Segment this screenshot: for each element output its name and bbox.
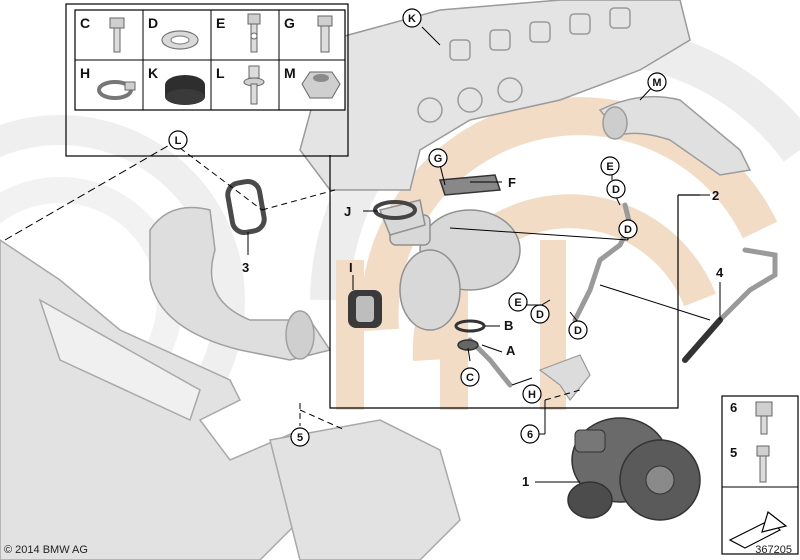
banjo-bolt-E-icon — [247, 13, 261, 53]
charge-air-pipe — [598, 95, 752, 176]
sleeve-I — [348, 290, 382, 328]
gasket-F — [438, 174, 502, 196]
part-labels: F J I B A 1 2 3 4 — [242, 175, 724, 489]
turbocharger-assembly — [378, 199, 521, 331]
svg-text:D: D — [624, 224, 632, 236]
legend-cell-K: K — [148, 65, 158, 81]
label-I: I — [349, 260, 353, 275]
svg-text:6: 6 — [527, 429, 533, 441]
leader-lines — [4, 26, 721, 483]
callout-D-upper-2: D — [618, 219, 638, 239]
clamp-J — [373, 200, 417, 220]
side-legend-6: 6 — [730, 400, 737, 415]
svg-text:H: H — [528, 389, 536, 401]
nut-M-icon — [301, 71, 341, 99]
svg-text:D: D — [536, 309, 544, 321]
intake-pipe — [149, 206, 332, 361]
svg-text:M: M — [652, 77, 661, 89]
legend-grid: C D E G H K L M — [74, 9, 346, 111]
svg-text:K: K — [408, 13, 416, 25]
legend-cell-L: L — [216, 65, 225, 81]
bolt-L-icon — [243, 65, 265, 105]
callout-L: L — [168, 130, 188, 150]
grommet-K-icon — [165, 75, 205, 105]
bolt-5-icon — [756, 445, 770, 483]
fan-shroud — [0, 239, 461, 560]
hose-clamp-H-icon — [97, 80, 136, 100]
label-2: 2 — [712, 188, 719, 203]
callout-G: G — [428, 148, 448, 168]
oil-pipe-4 — [682, 317, 723, 363]
bolt-C-icon — [109, 17, 125, 53]
legend-cell-G: G — [284, 15, 295, 31]
callout-K: K — [402, 8, 422, 28]
legend-cell-H: H — [80, 65, 90, 81]
side-legend: 6 5 — [721, 395, 799, 555]
callout-E-upper: E — [600, 156, 620, 176]
svg-text:D: D — [612, 184, 620, 196]
legend-cell-C: C — [80, 15, 90, 31]
callout-H: H — [522, 384, 542, 404]
arrow-icon — [728, 510, 788, 549]
callout-M: M — [647, 72, 667, 92]
copyright-text: © 2014 BMW AG — [4, 544, 88, 556]
callout-C: C — [460, 367, 480, 387]
label-4: 4 — [716, 265, 724, 280]
callout-D-lower-2: D — [568, 320, 588, 340]
side-legend-5: 5 — [730, 445, 737, 460]
bolt-G-icon — [317, 15, 333, 53]
svg-text:D: D — [574, 325, 582, 337]
label-B: B — [504, 318, 513, 333]
turbocharger-1 — [567, 417, 701, 521]
label-A: A — [506, 343, 516, 358]
legend-cell-D: D — [148, 15, 158, 31]
gasket-3 — [225, 179, 267, 235]
svg-text:E: E — [514, 297, 521, 309]
bracket — [538, 354, 591, 402]
svg-text:E: E — [606, 161, 613, 173]
washer-D-icon — [161, 30, 199, 50]
svg-text:5: 5 — [297, 432, 303, 444]
svg-text:G: G — [434, 153, 443, 165]
gasket-B — [454, 319, 486, 333]
label-J: J — [344, 204, 351, 219]
svg-text:C: C — [466, 372, 474, 384]
callout-5: 5 — [290, 427, 310, 447]
svg-text:L: L — [175, 135, 182, 147]
cylinder-head-cover — [299, 0, 691, 191]
legend-cell-E: E — [216, 15, 225, 31]
bolt-6-icon — [755, 401, 773, 435]
label-1: 1 — [522, 474, 529, 489]
callout-E-lower: E — [508, 292, 528, 312]
diagram-number: 367205 — [755, 544, 792, 556]
callout-6: 6 — [520, 424, 540, 444]
label-3: 3 — [242, 260, 249, 275]
callout-D-upper-1: D — [606, 179, 626, 199]
legend-cell-M: M — [284, 65, 296, 81]
callout-D-lower-1: D — [530, 304, 550, 324]
callouts: K M L G E D D E — [168, 8, 667, 447]
label-F: F — [508, 175, 516, 190]
